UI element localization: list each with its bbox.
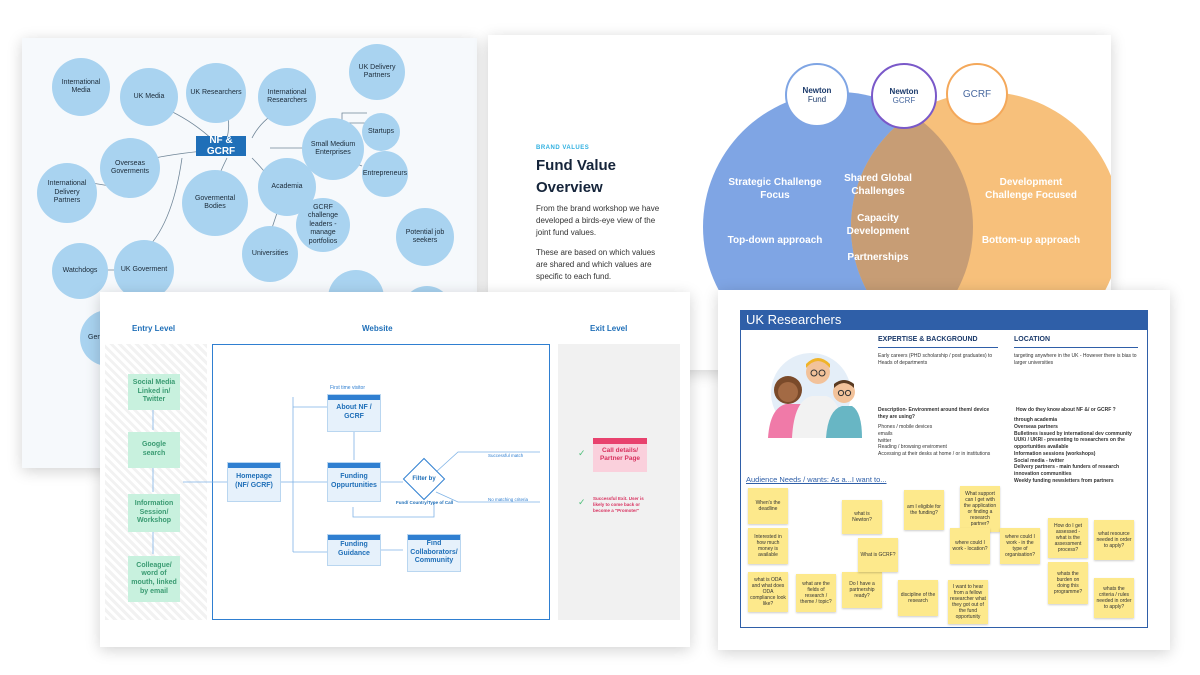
know-text: through academia Overseas partners Bulle… — [1014, 417, 1132, 484]
entry-colleague: Colleague/ word of mouth, linked by emai… — [128, 556, 180, 602]
node-entrepreneurs: Entrepreneurs — [362, 151, 408, 197]
persona-title-bar: UK Researchers — [740, 310, 1148, 330]
expertise-text: Early careers (PHD scholarship / post gr… — [878, 353, 993, 366]
expertise-heading: EXPERTISE & BACKGROUND — [878, 336, 978, 343]
about-nf-gcrf-box: About NF / GCRF — [327, 394, 381, 432]
filter-note: Fund/ Country/Type of Call — [396, 500, 454, 505]
website-heading: Website — [362, 324, 393, 333]
location-text: targeting anywhere in the UK - However t… — [1014, 353, 1137, 366]
joint-logo-gcrf: GCRF — [892, 96, 916, 105]
node-startups: Startups — [362, 113, 400, 151]
venn-mid-shared: Shared Global Challenges — [844, 173, 912, 197]
filter-by-label: Filter by — [412, 476, 436, 482]
node-overseas-goverments: Overseas Goverments — [100, 138, 160, 198]
sticky-note: am I eligible for the funding? — [904, 490, 944, 530]
sticky-note: I want to hear from a fellow researcher … — [948, 580, 988, 624]
gcrf-logo: GCRF — [946, 63, 1008, 125]
venn-right-bottomup: Bottom-up approach — [981, 235, 1081, 246]
exit-column-bg — [558, 344, 680, 620]
guidance-label: Funding Guidance — [338, 541, 370, 557]
node-gcrf-challenge-leaders: GCRF challenge leaders - manage portfoli… — [296, 198, 350, 252]
call-details-label: Call details/ Partner Page — [599, 447, 641, 463]
venn-right-development: Development Challenge Focused — [985, 177, 1077, 201]
persona-title: UK Researchers — [746, 312, 842, 327]
entry-level-heading: Entry Level — [132, 324, 176, 333]
node-uk-delivery-partners: UK Delivery Partners — [349, 44, 405, 100]
sticky-note: whats the burden on doing this programme… — [1048, 562, 1088, 604]
gcrf-logo-text: GCRF — [962, 88, 992, 100]
sticky-note: Interested in how much money is availabl… — [748, 528, 788, 564]
venn-left-strategic: Strategic Challenge Focus — [728, 177, 822, 201]
homepage-label: Homepage (NF/ GCRF) — [235, 473, 273, 489]
venn-mid-partnerships: Partnerships — [847, 252, 909, 263]
call-details-box: Call details/ Partner Page — [593, 438, 647, 472]
fund-value-para-1: From the brand workshop we have develope… — [536, 204, 660, 237]
brand-values-eyebrow: BRAND VALUES — [536, 145, 590, 151]
exit-note: Successful Exit. User is likely to come … — [593, 496, 644, 513]
exit-level-heading: Exit Level — [590, 324, 628, 333]
sticky-note: what resource needed in order to apply? — [1094, 520, 1134, 560]
node-international-researchers: International Researchers — [258, 68, 316, 126]
funding-opportunities-box: Funding Oppurtunities — [327, 462, 381, 502]
center-node-nf-gcrf: NF & GCRF — [196, 135, 246, 157]
persona-illustration — [768, 353, 862, 438]
journey-connectors: ✓ ✓ — [152, 397, 586, 554]
node-uk-researchers: UK Researchers — [186, 63, 246, 123]
newton-logo-top: Newton — [802, 86, 832, 95]
sticky-note: How do I get assessed - what is the asse… — [1048, 518, 1088, 558]
joint-logo: Newton GCRF — [871, 63, 937, 129]
user-journey-card: Entry Level Website Exit Level ✓ ✓ Socia… — [100, 292, 690, 647]
location-underline — [1014, 347, 1138, 348]
svg-text:✓: ✓ — [578, 449, 586, 459]
entry-social-media: Social Media Linked in/ Twitter — [128, 374, 180, 410]
sticky-note: where could I work - location? — [950, 528, 990, 564]
funding-guidance-box: Funding Guidance — [327, 534, 381, 566]
sticky-note: Do I have a partnership ready? — [842, 572, 882, 608]
about-label: About NF / GCRF — [336, 404, 372, 420]
node-small-medium-enterprises: Small Medium Enterprises — [302, 118, 364, 180]
successful-match-label: Successful match — [488, 453, 524, 458]
fund-value-para-2: These are based on which values are shar… — [536, 248, 656, 281]
funding-label: Funding Oppurtunities — [331, 473, 377, 489]
node-uk-media: UK Media — [120, 68, 178, 126]
node-watchdogs: Watchdogs — [52, 243, 108, 299]
sticky-note: whats the criteria / rules needed in ord… — [1094, 578, 1134, 618]
sticky-note: where could I work - in the type of orga… — [1000, 528, 1040, 564]
sticky-note: When's the deadline — [748, 488, 788, 524]
node-uk-goverment: UK Goverment — [114, 240, 174, 300]
sticky-note: what is ODA and what does ODA compliance… — [748, 572, 788, 612]
first-time-visitor-label: First time visitor — [330, 385, 365, 391]
sticky-note: What is GCRF? — [858, 538, 898, 572]
node-universities: Universities — [242, 226, 298, 282]
node-international-media: International Media — [52, 58, 110, 116]
no-matching-label: No matching criteria — [488, 497, 529, 502]
homepage-box: Homepage (NF/ GCRF) — [227, 462, 281, 502]
sticky-note: What support can I get with the applicat… — [960, 486, 1000, 532]
collab-label: Find Collaborators/ Community — [410, 539, 458, 565]
node-international-delivery-partners: International Delivery Partners — [37, 163, 97, 223]
joint-logo-newton: Newton — [889, 87, 919, 96]
sticky-note: what is Newton? — [842, 500, 882, 534]
location-heading: LOCATION — [1014, 336, 1051, 343]
audience-needs-title: Audience Needs / wants: As a...I want to… — [746, 475, 887, 484]
node-potential-job-seekers: Potential job seekers — [396, 208, 454, 266]
entry-google-search: Google search — [128, 432, 180, 468]
sticky-note: discipline of the research — [898, 580, 938, 616]
svg-text:✓: ✓ — [578, 498, 586, 508]
persona-card: UK Researchers EXPERTISE & BACKGROUND Ea… — [718, 290, 1170, 650]
fund-value-title: Fund Value Overview — [536, 157, 617, 196]
node-govermental-bodies: Govermental Bodies — [182, 170, 248, 236]
sticky-note: what are the fields of research / theme … — [796, 574, 836, 612]
find-collaborators-box: Find Collaborators/ Community — [407, 534, 461, 572]
venn-left-topdown: Top-down approach — [727, 235, 823, 246]
expertise-underline — [878, 347, 998, 348]
environment-text: Phones / mobile devices emails twitter R… — [878, 424, 991, 457]
venn-mid-capacity: Capacity Development — [846, 213, 910, 237]
environment-heading: Description- Environment around them/ de… — [878, 407, 990, 420]
know-heading: How do they know about NF &/ or GCRF ? — [1016, 407, 1116, 413]
newton-fund-logo: Newton Fund — [785, 63, 849, 127]
newton-logo-bottom: Fund — [807, 95, 827, 104]
entry-information-session: Information Session/ Workshop — [128, 494, 180, 532]
